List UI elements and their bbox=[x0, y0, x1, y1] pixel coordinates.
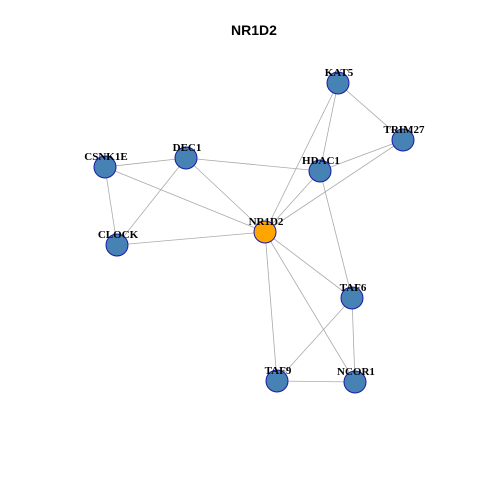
diagram-title: NR1D2 bbox=[231, 22, 277, 38]
edge-hdac1-trim27 bbox=[319, 139, 404, 172]
edge-taf6-ncor1 bbox=[351, 297, 356, 383]
edge-csnk1e-clock bbox=[104, 166, 118, 246]
edge-nr1d2-trim27 bbox=[264, 139, 404, 233]
edge-layer bbox=[104, 82, 404, 383]
node-label-ncor1: NCOR1 bbox=[337, 366, 375, 378]
edge-nr1d2-ncor1 bbox=[264, 231, 356, 383]
node-label-taf9: TAF9 bbox=[265, 365, 292, 377]
node-dec1 bbox=[174, 146, 198, 170]
node-ncor1 bbox=[343, 370, 367, 394]
node-label-nr1d2: NR1D2 bbox=[249, 216, 284, 228]
node-hdac1 bbox=[308, 159, 332, 183]
node-label-dec1: DEC1 bbox=[173, 142, 202, 154]
node-label-clock: CLOCK bbox=[98, 229, 139, 241]
node-label-trim27: TRIM27 bbox=[384, 124, 425, 136]
node-kat5 bbox=[326, 71, 350, 95]
node-layer bbox=[93, 71, 415, 394]
edge-hdac1-taf6 bbox=[319, 170, 353, 299]
node-trim27 bbox=[391, 128, 415, 152]
edge-kat5-trim27 bbox=[337, 82, 404, 141]
edge-nr1d2-kat5 bbox=[264, 82, 339, 233]
edge-nr1d2-csnk1e bbox=[104, 166, 266, 233]
edge-nr1d2-taf9 bbox=[264, 231, 278, 382]
edge-dec1-csnk1e bbox=[104, 157, 187, 168]
edge-kat5-hdac1 bbox=[319, 82, 339, 172]
node-nr1d2 bbox=[253, 220, 277, 244]
node-label-hdac1: HDAC1 bbox=[302, 155, 340, 167]
edge-nr1d2-taf6 bbox=[264, 231, 353, 299]
node-clock bbox=[105, 233, 129, 257]
node-label-csnk1e: CSNK1E bbox=[84, 151, 127, 163]
edge-taf9-ncor1 bbox=[276, 380, 356, 383]
node-label-taf6: TAF6 bbox=[340, 282, 367, 294]
node-csnk1e bbox=[93, 155, 117, 179]
edge-hdac1-dec1 bbox=[185, 157, 321, 172]
node-taf9 bbox=[265, 369, 289, 393]
node-taf6 bbox=[340, 286, 364, 310]
node-label-kat5: KAT5 bbox=[325, 67, 354, 79]
edge-nr1d2-hdac1 bbox=[264, 170, 321, 233]
edge-taf6-taf9 bbox=[276, 297, 353, 382]
edge-nr1d2-clock bbox=[116, 231, 266, 246]
edge-nr1d2-dec1 bbox=[185, 157, 266, 233]
edge-dec1-clock bbox=[116, 157, 187, 246]
